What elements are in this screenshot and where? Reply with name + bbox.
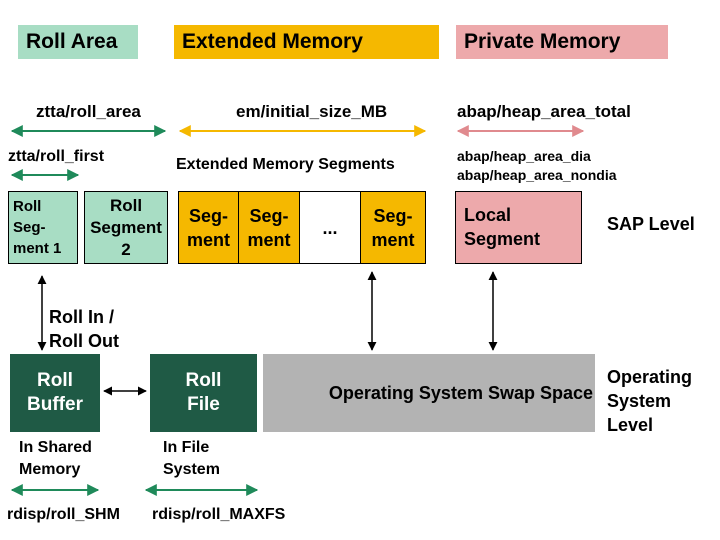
- file-system-note: In File System: [163, 437, 220, 481]
- file-system-line2: System: [163, 461, 220, 478]
- param-heap-area-total: abap/heap_area_total: [457, 102, 631, 121]
- roll-segment-2-line1: Roll: [109, 195, 143, 215]
- roll-segment-1-line2: Seg-: [13, 219, 46, 236]
- roll-file-line2: File: [187, 394, 220, 415]
- em-segments-label: Extended Memory Segments: [176, 156, 395, 173]
- roll-segment-2-line2: Segment: [90, 217, 162, 237]
- roll-out-label: Roll Out: [49, 331, 119, 351]
- roll-segment-1-line1: Roll: [13, 198, 42, 215]
- shared-memory-line2: Memory: [19, 461, 81, 478]
- shared-memory-note: In Shared Memory: [19, 437, 92, 481]
- roll-segment-1: Roll Seg- ment 1: [8, 191, 78, 264]
- em-segment-c: Seg- ment: [360, 191, 426, 264]
- roll-file-box: Roll File: [150, 354, 257, 432]
- param-roll-shm: rdisp/roll_SHM: [7, 506, 120, 523]
- sap-level-label: SAP Level: [607, 214, 695, 234]
- os-level-label: Operating System Level: [607, 365, 692, 437]
- roll-buffer-line2: Buffer: [27, 394, 83, 415]
- os-swap-space-box: Operating System Swap Space: [263, 354, 595, 432]
- roll-file-line1: Roll: [185, 370, 222, 391]
- param-roll-area: ztta/roll_area: [36, 102, 141, 121]
- em-segment-a-line1: Seg-: [188, 205, 228, 226]
- em-segment-b: Seg- ment: [238, 191, 300, 264]
- roll-area-header: Roll Area: [18, 25, 138, 59]
- shared-memory-line1: In Shared: [19, 439, 92, 456]
- param-heap-nondia: abap/heap_area_nondia: [457, 167, 617, 183]
- param-roll-maxfs: rdisp/roll_MAXFS: [152, 506, 286, 523]
- local-segment-line1: Local: [464, 205, 512, 225]
- em-segment-b-line2: ment: [247, 229, 291, 250]
- roll-segment-2: Roll Segment 2: [84, 191, 168, 264]
- em-segment-a: Seg- ment: [178, 191, 239, 264]
- em-segment-ellipsis: ...: [299, 191, 361, 264]
- param-heap-dia-nondia: abap/heap_area_dia abap/heap_area_nondia: [457, 147, 617, 185]
- file-system-line1: In File: [163, 439, 210, 456]
- roll-buffer-box: Roll Buffer: [10, 354, 100, 432]
- roll-in-out-label: Roll In / Roll Out: [49, 305, 119, 353]
- local-segment-line2: Segment: [464, 229, 541, 249]
- em-segment-c-line1: Seg-: [373, 205, 413, 226]
- em-segment-a-line2: ment: [186, 229, 230, 250]
- param-em-initial-size: em/initial_size_MB: [236, 102, 388, 121]
- roll-segment-1-line3: ment 1: [13, 240, 62, 257]
- os-level-line2: System: [607, 391, 672, 411]
- local-segment: Local Segment: [455, 191, 582, 264]
- em-segment-b-line1: Seg-: [249, 205, 289, 226]
- roll-in-label: Roll In /: [49, 307, 114, 327]
- roll-buffer-line1: Roll: [37, 370, 73, 391]
- private-memory-header: Private Memory: [456, 25, 668, 59]
- os-level-line1: Operating: [607, 367, 693, 387]
- os-swap-space-label: Operating System Swap Space: [328, 382, 593, 403]
- em-segment-c-line2: ment: [371, 229, 415, 250]
- extended-memory-header: Extended Memory: [174, 25, 439, 59]
- roll-segment-2-line3: 2: [121, 239, 131, 259]
- param-heap-dia: abap/heap_area_dia: [457, 148, 591, 164]
- os-level-line3: Level: [607, 415, 654, 435]
- param-roll-first: ztta/roll_first: [8, 148, 105, 165]
